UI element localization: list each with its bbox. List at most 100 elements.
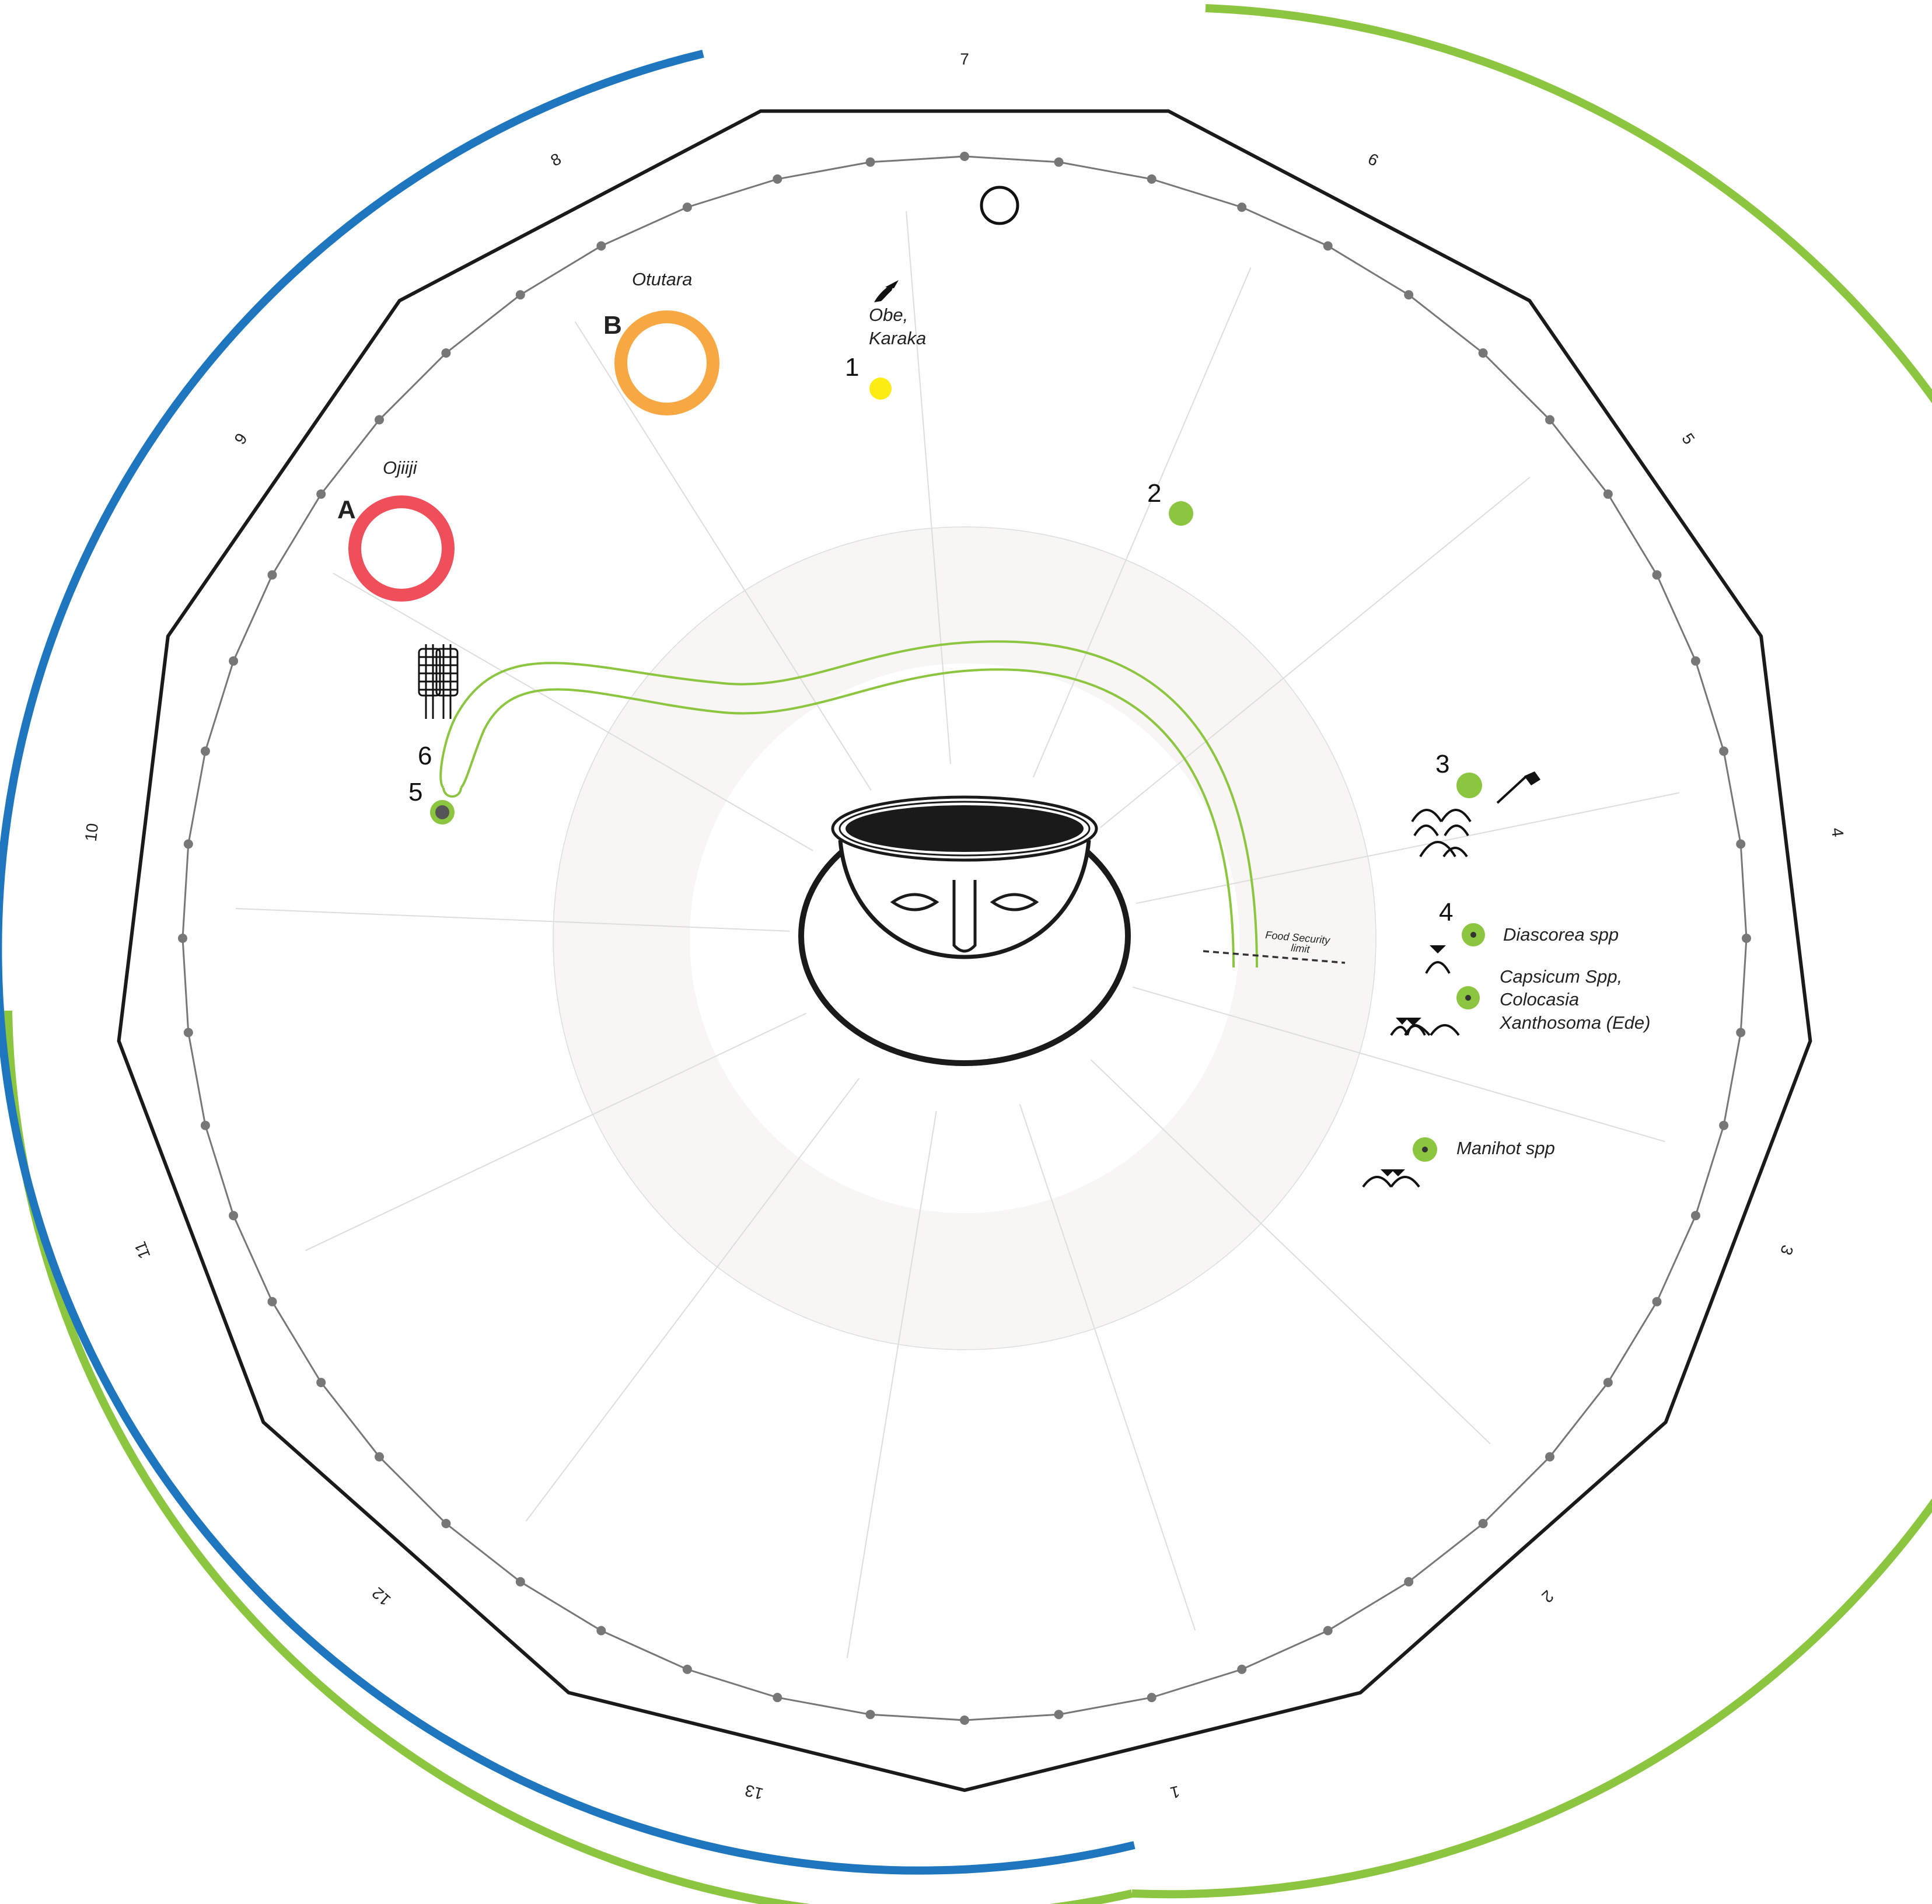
marker-capsicum: Capsicum Spp, Colocasia Xanthosoma (Ede) [1390, 966, 1650, 1036]
week-dot [178, 934, 187, 943]
week-dot [375, 415, 384, 425]
corn-icon [418, 644, 459, 719]
capsicum-label-3: Xanthosoma (Ede) [1499, 1012, 1650, 1033]
mound-icon [1425, 945, 1451, 974]
mound-icon [1362, 1169, 1420, 1188]
month-label-11: 11 [131, 1239, 153, 1261]
mound-icon [1390, 1018, 1460, 1036]
week-dot [1478, 348, 1488, 358]
manihot-label: Manihot spp [1456, 1138, 1555, 1158]
week-dot [960, 1716, 969, 1725]
radial-line [574, 321, 872, 791]
week-dot [773, 174, 782, 184]
hoe-icon [1496, 771, 1540, 804]
radial-line [305, 1012, 807, 1252]
week-dot [1054, 157, 1064, 167]
month-label-3: 3 [1777, 1243, 1797, 1258]
month-label-8: 8 [548, 149, 564, 170]
marker-3-number: 3 [1435, 750, 1449, 778]
week-dot [515, 290, 525, 300]
week-dot [1719, 1120, 1729, 1130]
week-dot [375, 1452, 384, 1462]
month-label-6: 6 [1365, 149, 1381, 170]
month-label-1: 1 [1168, 1782, 1182, 1802]
radial-line [1019, 1104, 1196, 1631]
week-dot [316, 1378, 326, 1388]
week-dot [596, 241, 606, 251]
bird-icon [874, 280, 899, 302]
blue-season-arc [0, 50, 1136, 1875]
marker-4-number: 4 [1439, 898, 1453, 927]
marker-5: 5 [408, 778, 455, 825]
radial-line [235, 908, 790, 932]
week-dot [183, 1028, 193, 1037]
week-dot [1690, 656, 1700, 666]
marker-6: 6 [418, 742, 432, 770]
marker-2-number: 2 [1147, 479, 1161, 508]
radial-line [906, 211, 951, 764]
season-ring-a-name: Ojiiji [383, 457, 418, 478]
green-season-arc-outer [1131, 4, 1932, 1899]
week-dot [1323, 1626, 1333, 1636]
marker-1-label-2: Karaka [869, 328, 926, 348]
marker-manihot: Manihot spp [1362, 1137, 1555, 1188]
marker-5-number: 5 [408, 778, 422, 806]
season-ring-b-name: Otutara [632, 269, 692, 289]
week-dot [515, 1577, 525, 1587]
food-curve-cap [442, 787, 462, 798]
week-dot [596, 1626, 606, 1636]
week-dot [200, 1120, 210, 1130]
week-dot [1237, 1664, 1247, 1674]
week-dot [267, 570, 277, 580]
week-dot [200, 746, 210, 756]
week-dot [229, 656, 239, 666]
food-curve-outer [439, 640, 1258, 968]
inner-band-edge [553, 526, 1376, 1350]
radial-line [333, 572, 813, 851]
week-dot [1147, 1693, 1157, 1703]
week-dot [229, 1211, 239, 1221]
capsicum-label-1: Capsicum Spp, [1500, 966, 1622, 987]
marker-1-label-1: Obe, [869, 305, 908, 325]
pot-icon [798, 795, 1131, 1066]
radial-line [1132, 986, 1665, 1143]
season-ring-a: A Ojiiji [337, 457, 455, 602]
month-label-10: 10 [82, 822, 102, 843]
week-dot [1545, 1452, 1554, 1462]
month-label-4: 4 [1828, 827, 1847, 838]
week-dot [865, 157, 875, 167]
season-ring-b-letter: B [603, 311, 622, 340]
week-dot [773, 1693, 782, 1703]
outer-month-polygon [117, 109, 1812, 1793]
radial-guides [235, 211, 1680, 1658]
week-dot [682, 202, 692, 212]
week-dot [183, 839, 193, 849]
moon-icon [980, 186, 1019, 225]
green-season-arc-left [4, 1010, 1133, 1904]
radial-line [1032, 267, 1252, 778]
week-dot [1603, 1378, 1613, 1388]
month-label-9: 9 [230, 430, 250, 448]
week-dot [316, 489, 326, 499]
mound-icon [1411, 809, 1472, 858]
week-dot [1736, 839, 1746, 849]
week-dot [1404, 290, 1414, 300]
week-dot [1478, 1519, 1488, 1528]
week-dot [441, 348, 451, 358]
month-label-12: 12 [369, 1584, 394, 1609]
month-label-7: 7 [960, 50, 969, 68]
radial-line [1090, 1059, 1491, 1445]
week-dot [1652, 1297, 1662, 1306]
week-dot [1147, 174, 1157, 184]
week-dot [267, 1297, 277, 1306]
week-dot [1690, 1211, 1700, 1221]
marker-6-number: 6 [418, 742, 432, 770]
week-dot [1237, 202, 1247, 212]
week-dot [1323, 241, 1333, 251]
week-dot [1652, 570, 1662, 580]
season-ring-a-letter: A [337, 495, 356, 524]
capsicum-label-2: Colocasia [1500, 989, 1579, 1009]
marker-4: 4 Diascorea spp [1425, 898, 1619, 974]
month-label-2: 2 [1538, 1587, 1557, 1606]
